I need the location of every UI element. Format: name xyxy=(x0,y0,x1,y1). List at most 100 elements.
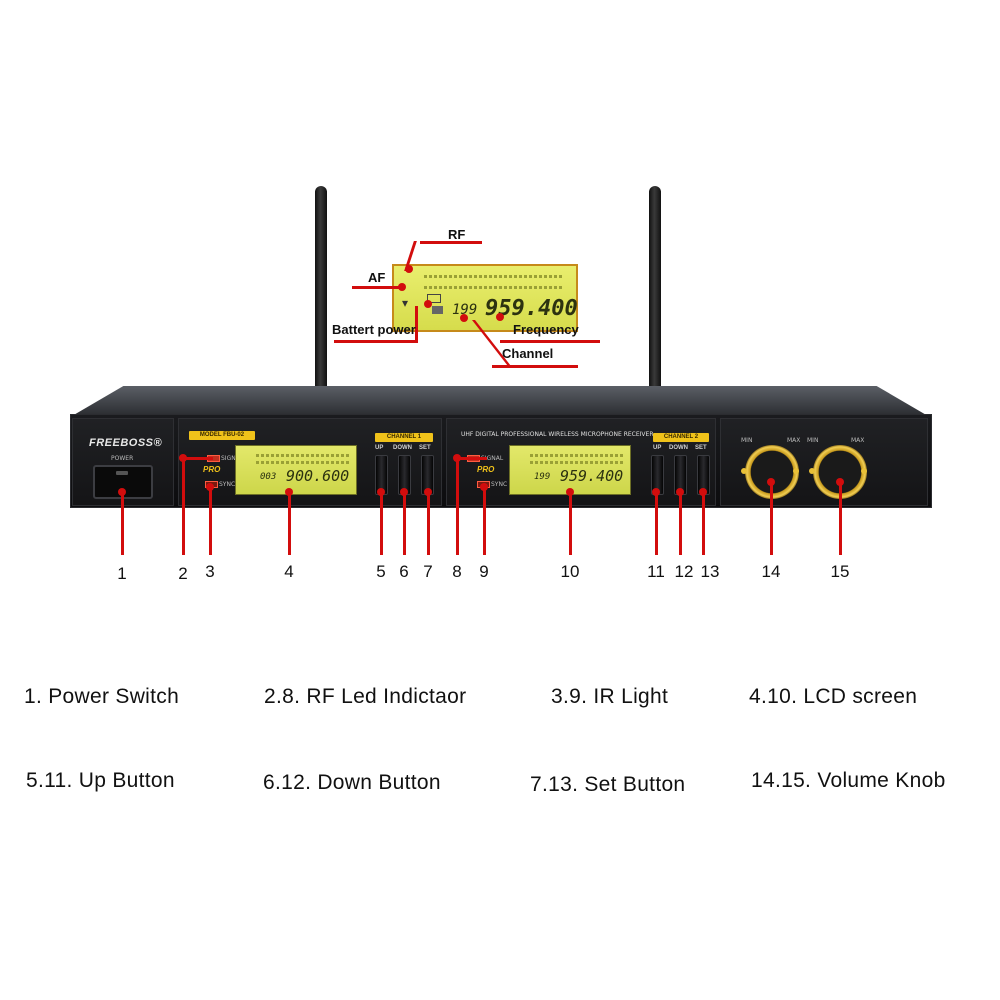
zoom-channel: 199 xyxy=(452,302,478,318)
callout-15: 15 xyxy=(830,562,850,581)
callout-12: 12 xyxy=(674,562,694,581)
rf-meter xyxy=(424,275,564,278)
ch2-frequency: 959.400 xyxy=(560,467,624,485)
callout-dot-10 xyxy=(566,488,574,496)
brand-logo: FREEBOSS® xyxy=(89,437,163,449)
callout-5: 5 xyxy=(376,562,386,581)
channel-dot xyxy=(460,314,468,322)
callout-4: 4 xyxy=(284,562,294,581)
callout-dot-5 xyxy=(377,488,385,496)
channel2-tag: CHANNEL 2 xyxy=(653,433,709,442)
ch1-lcd-screen: 003 900.600 xyxy=(235,445,357,495)
ch1-signal-label: SIGNAL xyxy=(221,455,244,462)
memory-icon xyxy=(432,306,443,314)
ch2-sync-label: SYNC xyxy=(491,481,508,488)
knob1-min-marker xyxy=(741,468,747,474)
knob2-min-marker xyxy=(809,468,815,474)
legend-rf-led: 2.8. RF Led Indictaor xyxy=(264,685,467,708)
callout-dot-12 xyxy=(676,488,684,496)
callout-dot-14 xyxy=(767,478,775,486)
legend-down-button: 6.12. Down Button xyxy=(263,771,441,794)
legend-volume-knob: 14.15. Volume Knob xyxy=(751,769,946,792)
battery-dot xyxy=(424,300,432,308)
af-dot xyxy=(398,283,406,291)
ch1-sync-label: SYNC xyxy=(219,481,236,488)
ch1-pro-logo: PRO xyxy=(203,465,221,474)
callout-leader-5 xyxy=(380,492,383,555)
ch2-rf-meter xyxy=(530,454,624,457)
ch2-set-label: SET xyxy=(695,445,707,451)
rf-label: RF xyxy=(448,227,466,242)
callout-2: 2 xyxy=(178,564,188,583)
ch1-rf-meter xyxy=(256,454,350,457)
legend-power-switch: 1. Power Switch xyxy=(24,685,180,708)
callout-8: 8 xyxy=(452,562,462,581)
knob1-max-label: MAX xyxy=(787,437,801,444)
rf-line xyxy=(420,241,482,244)
callout-1: 1 xyxy=(117,564,127,583)
ch1-channel-number: 003 xyxy=(260,472,277,482)
frequency-line xyxy=(500,340,600,343)
ch1-af-meter xyxy=(256,461,350,464)
af-meter xyxy=(424,286,564,289)
power-panel: FREEBOSS® POWER xyxy=(72,418,174,506)
callout-leader-14 xyxy=(770,482,773,555)
battery-icon xyxy=(427,294,441,303)
callout-leader-8 xyxy=(456,458,459,555)
ch2-af-meter xyxy=(530,461,624,464)
callout-14: 14 xyxy=(761,562,781,581)
receiver-banner: UHF DIGITAL PROFESSIONAL WIRELESS MICROP… xyxy=(461,431,654,438)
af-label: AF xyxy=(368,270,386,285)
callout-leader-3 xyxy=(209,487,212,555)
callout-dot-1 xyxy=(118,488,126,496)
callout-jog-1 xyxy=(183,457,213,460)
callout-leader-2 xyxy=(182,458,185,555)
battery-label: Battert power xyxy=(332,322,416,337)
left-antenna xyxy=(315,186,327,390)
knob2-min-label: MIN xyxy=(807,437,819,444)
frequency-label: Frequency xyxy=(513,322,579,337)
channel1-tag: CHANNEL 1 xyxy=(375,433,433,442)
callout-dot-13 xyxy=(699,488,707,496)
callout-leader-13 xyxy=(702,492,705,555)
callout-6: 6 xyxy=(399,562,409,581)
ch2-down-label: DOWN xyxy=(669,445,688,451)
channel-line-h xyxy=(492,365,578,368)
callout-13: 13 xyxy=(700,562,720,581)
legend-up-button: 5.11. Up Button xyxy=(26,769,175,792)
af-line xyxy=(352,286,402,289)
callout-dot-6 xyxy=(400,488,408,496)
callout-dot-15 xyxy=(836,478,844,486)
knob1-max-marker xyxy=(793,468,799,474)
ch2-channel-number: 199 xyxy=(534,472,551,482)
battery-line-h xyxy=(334,340,418,343)
chassis-top xyxy=(72,386,928,416)
callout-11: 11 xyxy=(647,562,665,581)
callout-3: 3 xyxy=(205,562,215,581)
ch2-signal-label: SIGNAL xyxy=(481,455,504,462)
legend-set-button: 7.13. Set Button xyxy=(530,773,686,796)
callout-leader-4 xyxy=(288,492,291,555)
callout-leader-11 xyxy=(655,492,658,555)
volume-panel: MIN MAX MIN MAX xyxy=(720,418,928,506)
callout-leader-9 xyxy=(483,487,486,555)
legend-lcd-screen: 4.10. LCD screen xyxy=(749,685,918,708)
callout-jog-2 xyxy=(457,457,487,460)
right-antenna xyxy=(649,186,661,390)
callout-dot-7 xyxy=(424,488,432,496)
ch1-up-label: UP xyxy=(375,445,384,451)
channel1-panel: MODEL FBU-02 CHANNEL 1 SIGNAL PRO SYNC 0… xyxy=(178,418,442,506)
callout-dot-4 xyxy=(285,488,293,496)
callout-leader-10 xyxy=(569,492,572,555)
callout-7: 7 xyxy=(423,562,433,581)
callout-dot-11 xyxy=(652,488,660,496)
zoomed-lcd-display: ▾ 199 959.400 xyxy=(392,264,578,332)
callout-leader-7 xyxy=(427,492,430,555)
callout-leader-1 xyxy=(121,492,124,555)
callout-leader-6 xyxy=(403,492,406,555)
callout-dot-3 xyxy=(206,483,214,491)
callout-leader-12 xyxy=(679,492,682,555)
callout-dot-9 xyxy=(480,483,488,491)
power-indicator xyxy=(116,471,128,475)
model-tag: MODEL FBU-02 xyxy=(189,431,255,440)
